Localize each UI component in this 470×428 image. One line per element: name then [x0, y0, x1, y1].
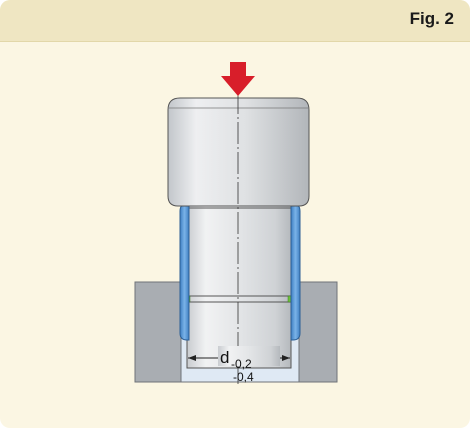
shaft: [185, 199, 293, 369]
diameter-dimension: d -0,2 -0,4: [188, 346, 290, 384]
dimension-lower-tolerance: -0,4: [233, 370, 254, 384]
figure-label: Fig. 2: [409, 9, 454, 28]
press-arrow-icon: [221, 62, 255, 96]
figure-header: Fig. 2: [0, 0, 470, 42]
ring-left: [179, 203, 190, 341]
dimension-symbol: d: [220, 348, 229, 367]
retaining-ring: [179, 203, 301, 341]
press-tool: [167, 97, 310, 207]
dimension-upper-tolerance: -0,2: [231, 357, 252, 371]
ring-right: [290, 203, 301, 341]
